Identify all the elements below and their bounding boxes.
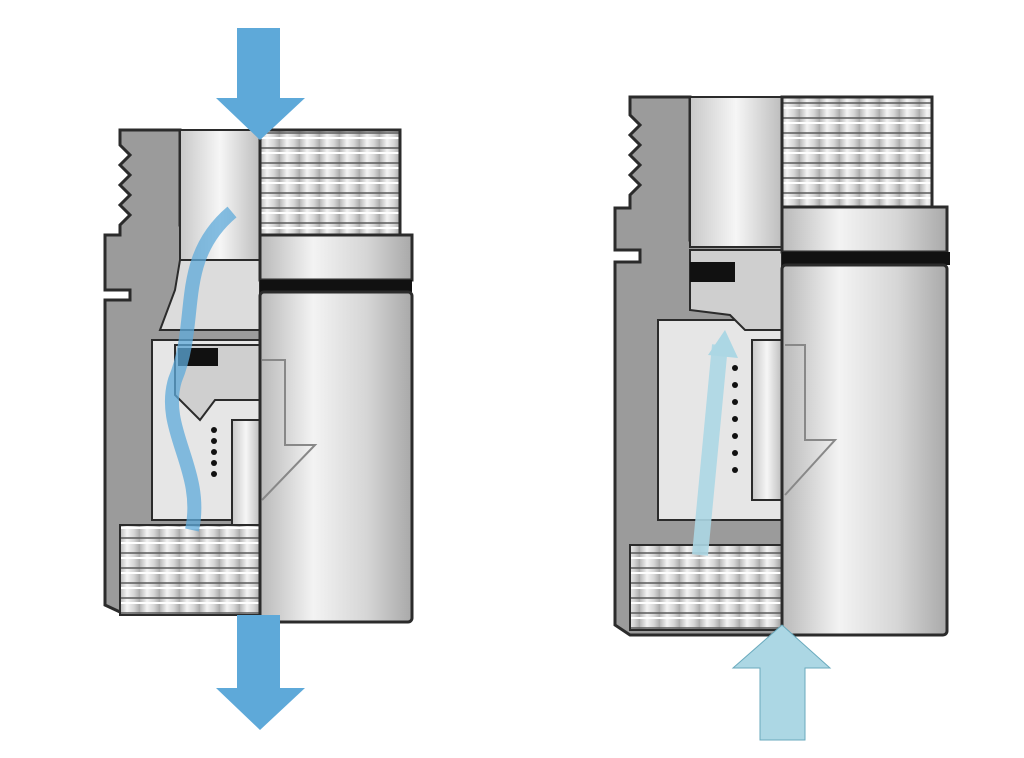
- inlet-thread-exterior: [780, 95, 934, 209]
- spring-coils: [211, 427, 217, 477]
- o-ring: [782, 252, 950, 265]
- spring-coils: [732, 365, 738, 473]
- outlet-thread-section: [629, 544, 783, 631]
- embossed-flow-arrow: [261, 359, 318, 501]
- hex-collar: [258, 233, 414, 282]
- backflow-arrowhead: [708, 330, 738, 358]
- inlet-bore: [179, 129, 261, 261]
- valve-body-exterior: [258, 290, 414, 624]
- o-ring: [260, 280, 412, 292]
- poppet-seal: [690, 262, 735, 282]
- hex-collar: [780, 205, 949, 254]
- inlet-bore: [689, 96, 783, 248]
- valve-body-exterior: [780, 263, 949, 637]
- backflow-path: [692, 344, 728, 556]
- poppet-stem: [751, 339, 783, 501]
- valve-open: [103, 28, 414, 730]
- outlet-flow-arrow: [216, 615, 305, 730]
- outlet-thread-section: [119, 524, 261, 616]
- embossed-flow-arrow: [784, 344, 838, 496]
- valve-closed: [613, 95, 950, 741]
- inlet-flow-arrow: [216, 28, 305, 140]
- backflow-arrow: [731, 624, 832, 741]
- internal-flow-path: [164, 206, 237, 532]
- inlet-thread-exterior: [258, 128, 402, 237]
